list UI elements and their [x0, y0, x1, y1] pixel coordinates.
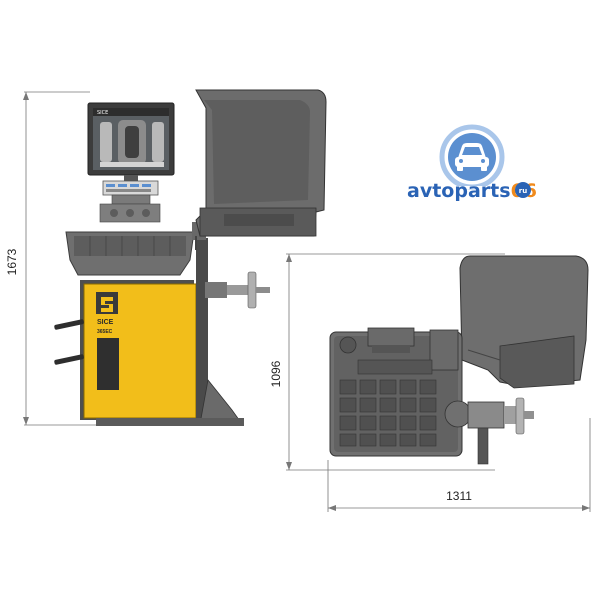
weights-tray — [65, 231, 195, 276]
width-dimension — [327, 418, 591, 512]
front-view: SICE — [54, 89, 327, 426]
balancing-shaft — [205, 271, 270, 309]
height-dimension — [23, 91, 96, 426]
top-tray-grid — [339, 379, 437, 447]
depth-dimension — [286, 253, 505, 471]
width-dimension-label: 1311 — [446, 489, 472, 503]
logo-brand-suffix: ru — [519, 187, 527, 195]
wheel-guard-side — [195, 89, 327, 250]
top-view — [329, 255, 589, 465]
avtoparts-logo: avtoparts66 ru — [407, 124, 537, 202]
wheel-guard-top — [459, 255, 589, 389]
control-panel — [99, 180, 161, 223]
shaft-top — [444, 397, 534, 465]
screen-brand: SICE — [97, 110, 108, 116]
depth-dimension-label: 1096 — [269, 360, 283, 387]
height-dimension-label: 1673 — [5, 248, 19, 275]
logo-brand-prefix: avtoparts — [407, 180, 511, 202]
body-brand: SICE — [97, 319, 114, 326]
machine-body: SICE 365EC — [54, 280, 197, 420]
monitor: SICE — [87, 102, 175, 181]
body-model: 365EC — [97, 329, 113, 335]
